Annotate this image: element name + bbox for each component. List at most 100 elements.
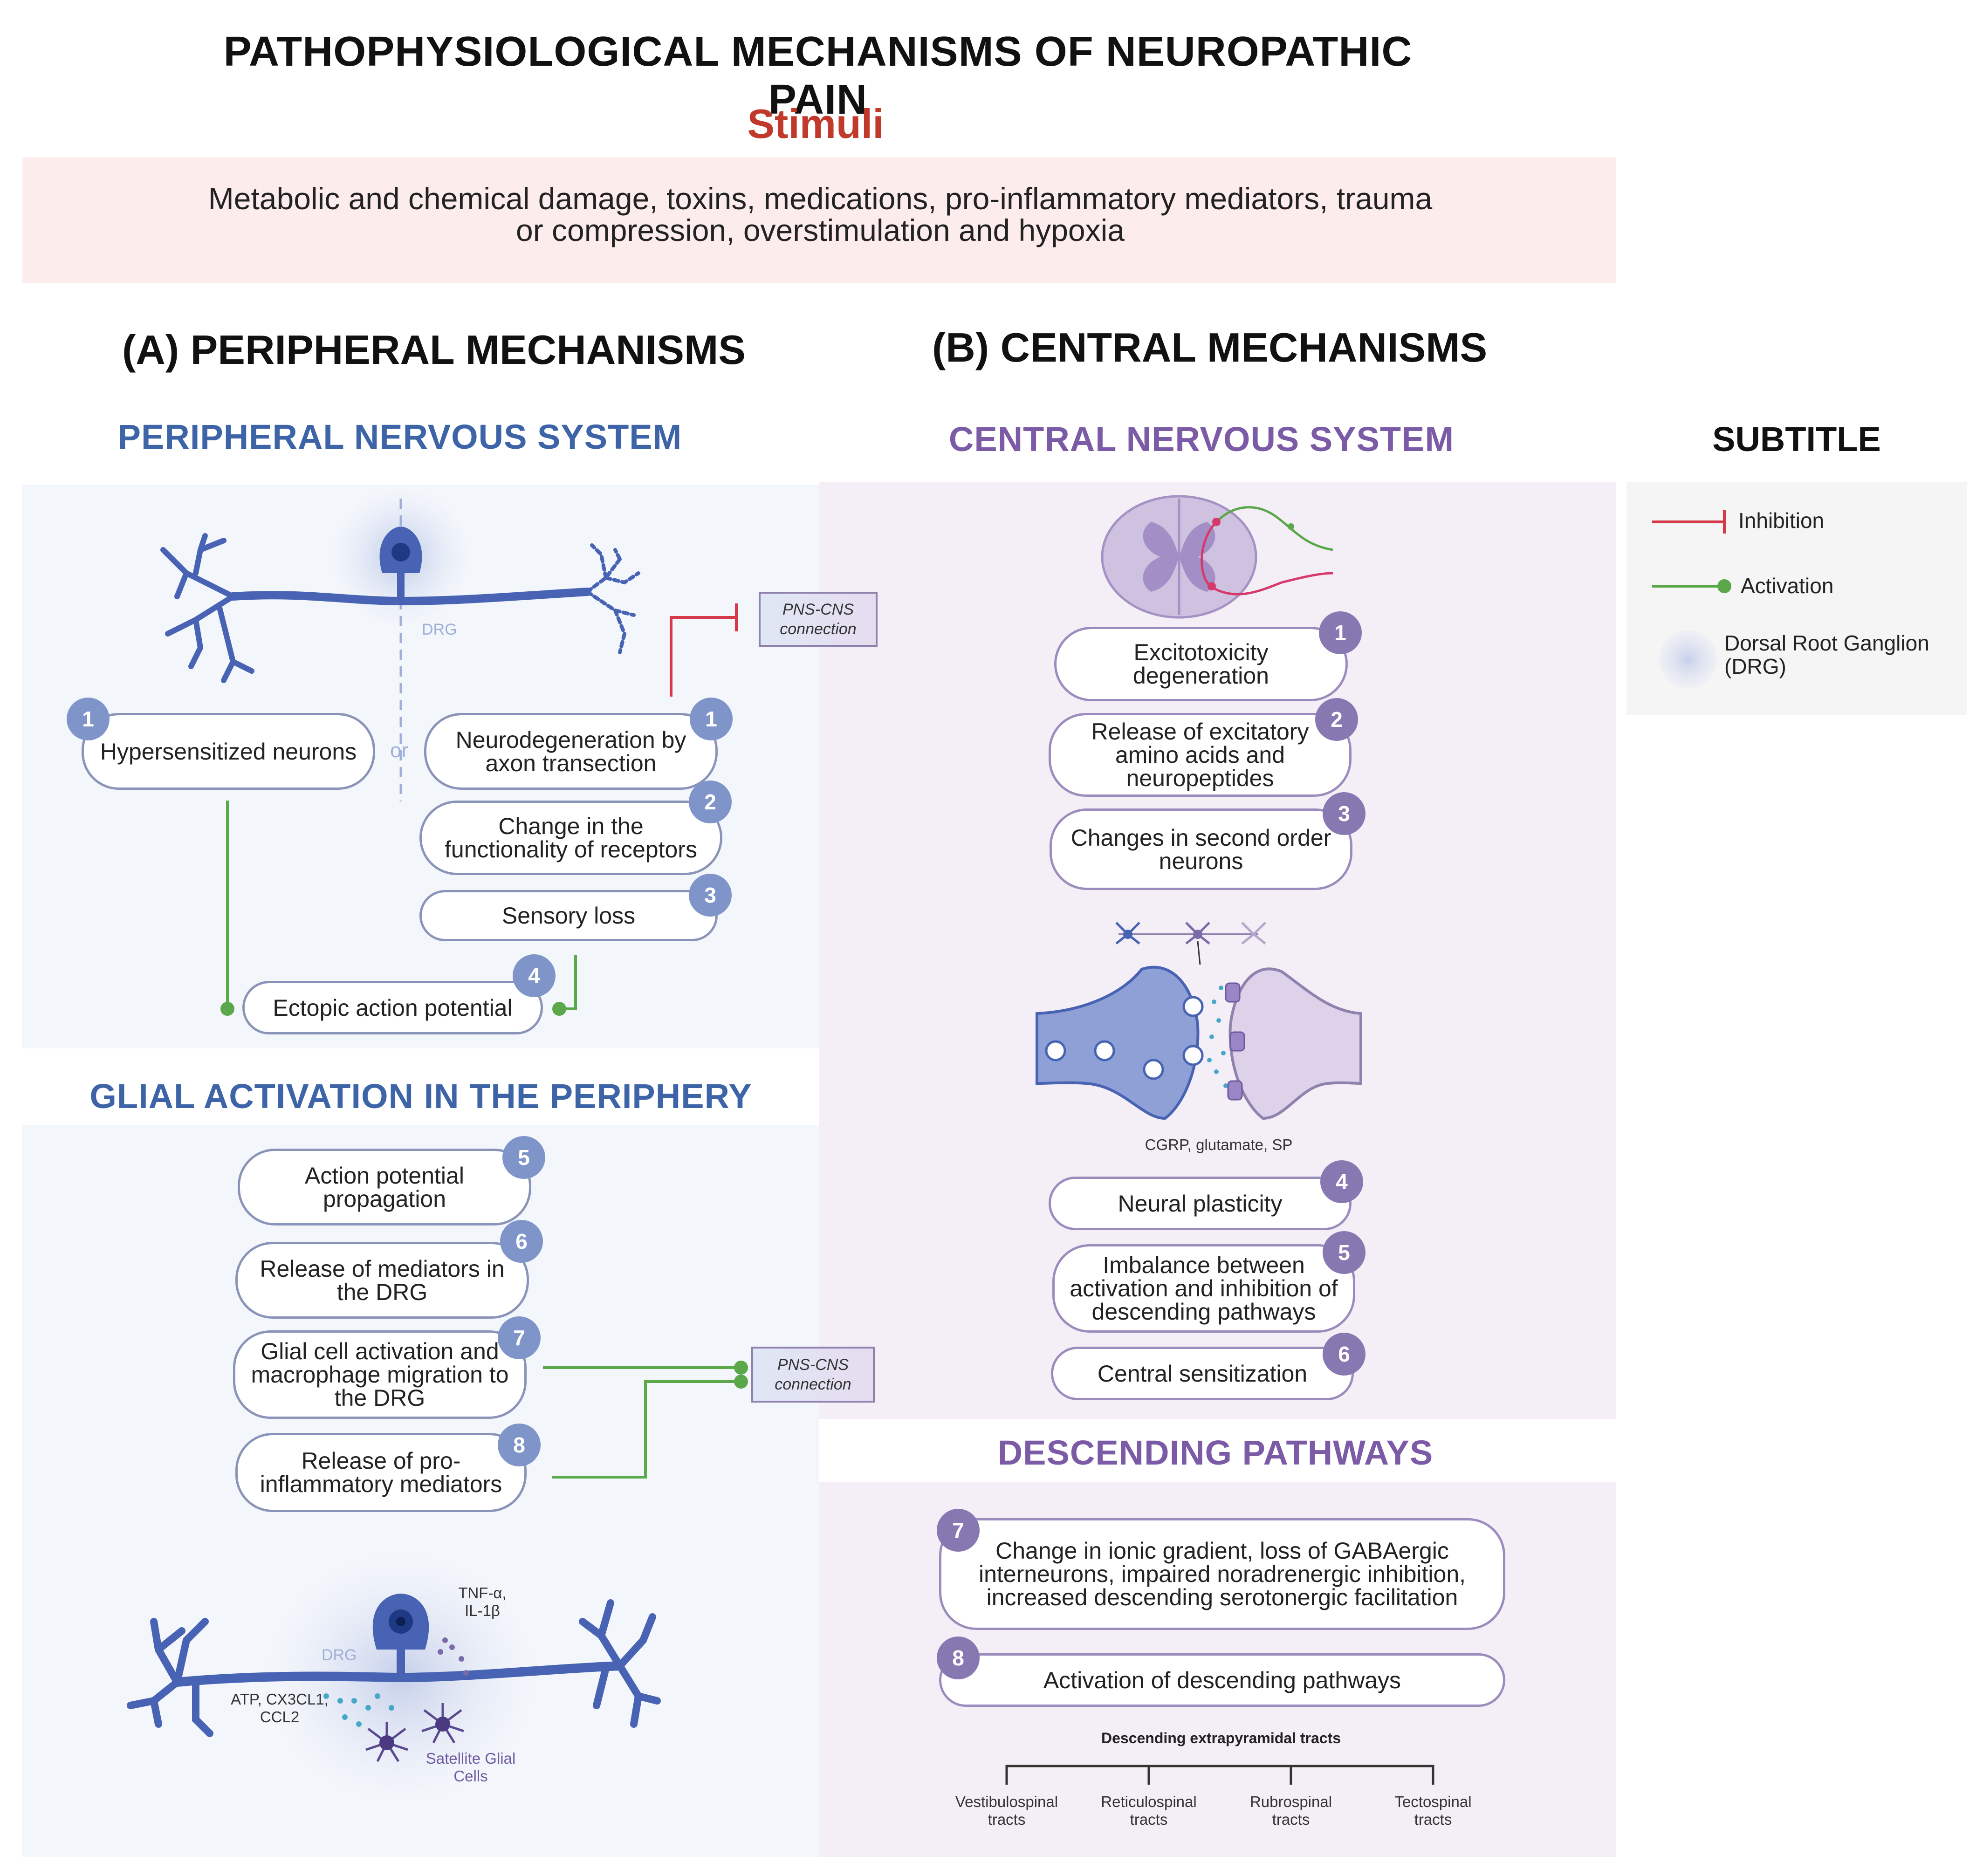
satellite-label: Satellite Glial Cells xyxy=(405,1750,536,1785)
badge-p1b: 1 xyxy=(690,698,733,740)
glial-drg-illustration xyxy=(127,1552,661,1803)
step-text: Sensory loss xyxy=(501,903,636,929)
atp-label: ATP, CX3CL1, CCL2 xyxy=(219,1691,340,1726)
tnf-text: TNF-α, xyxy=(458,1584,507,1602)
glial-activation-dot-7 xyxy=(734,1361,748,1375)
step-receptor-change: Change in the functionality of receptors xyxy=(419,801,722,875)
step-text: Change in the functionality of receptors xyxy=(445,813,697,863)
tract-suffix: tracts xyxy=(1414,1811,1452,1828)
glial-activation-dot-8 xyxy=(734,1375,748,1389)
step-ionic-gradient: Change in ionic gradient, loss of GABAer… xyxy=(939,1518,1505,1630)
stimuli-line-1: Metabolic and chemical damage, toxins, m… xyxy=(208,181,1433,216)
step-excitatory-amino-acids: Release of excitatory amino acids and ne… xyxy=(1049,713,1352,797)
tract-name: Tectospinal xyxy=(1394,1793,1472,1810)
il-text: IL-1β xyxy=(465,1602,500,1619)
step-text: Excitotoxicity degeneration xyxy=(1133,639,1269,689)
page-title: PATHOPHYSIOLOGICAL MECHANISMS OF NEUROPA… xyxy=(223,28,1413,123)
legend-activation-dot xyxy=(1717,579,1731,593)
stimuli-heading: Stimuli xyxy=(747,101,884,147)
badge-c3: 3 xyxy=(1323,792,1365,835)
stimuli-line-2: or compression, overstimulation and hypo… xyxy=(516,213,1125,247)
step-second-order-neurons: Changes in second order neurons xyxy=(1050,808,1352,890)
step-hypersensitized-neurons: Hypersensitized neurons xyxy=(82,713,375,790)
step-action-potential-propagation: Action potential propagation xyxy=(238,1149,531,1226)
glial-drg-label: DRG xyxy=(322,1646,357,1664)
step-descending-imbalance: Imbalance between activation and inhibit… xyxy=(1052,1244,1355,1333)
badge-c4: 4 xyxy=(1320,1160,1363,1203)
legend-activation-label: Activation xyxy=(1741,574,1834,598)
atp-text: ATP, CX3CL1, xyxy=(231,1691,329,1708)
tract-suffix: tracts xyxy=(988,1811,1026,1828)
badge-c7: 7 xyxy=(937,1509,980,1552)
step-pro-inflammatory-release: Release of pro-inflammatory mediators xyxy=(235,1433,527,1512)
step-neural-plasticity: Neural plasticity xyxy=(1049,1177,1352,1230)
step-text: Changes in second order neurons xyxy=(1070,824,1331,874)
central-heading: (B) CENTRAL MECHANISMS xyxy=(932,324,1488,370)
synapse-label: CGRP, glutamate, SP xyxy=(1145,1136,1293,1153)
legend-heading: SUBTITLE xyxy=(1712,420,1881,459)
step-text: Neural plasticity xyxy=(1118,1190,1283,1217)
pns-heading: PERIPHERAL NERVOUS SYSTEM xyxy=(117,418,682,456)
spinal-cord-illustration xyxy=(1101,495,1333,619)
ccl-text: CCL2 xyxy=(260,1708,300,1725)
tract-suffix: tracts xyxy=(1130,1811,1168,1828)
glial-heading: GLIAL ACTIVATION IN THE PERIPHERY xyxy=(89,1077,752,1116)
step-text: Central sensitization xyxy=(1097,1360,1308,1387)
badge-p5: 5 xyxy=(502,1136,545,1179)
step-text: Release of mediators in the DRG xyxy=(260,1255,505,1305)
step-text: Release of pro-inflammatory mediators xyxy=(260,1448,502,1497)
stimuli-panel xyxy=(22,157,1616,283)
step-ectopic-action-potential: Ectopic action potential xyxy=(242,981,543,1034)
tract-suffix: tracts xyxy=(1272,1811,1310,1828)
synapse-illustration xyxy=(1036,922,1362,1120)
badge-c1: 1 xyxy=(1319,611,1362,654)
step-text: Imbalance between activation and inhibit… xyxy=(1070,1252,1338,1325)
conn-top-line2: connection xyxy=(780,620,857,638)
conn-bottom-line2: connection xyxy=(775,1376,851,1393)
tract-name: Reticulospinal xyxy=(1101,1793,1197,1810)
badge-c8: 8 xyxy=(937,1636,980,1679)
stimuli-text: Metabolic and chemical damage, toxins, m… xyxy=(93,183,1547,246)
step-text: Activation of descending pathways xyxy=(1043,1667,1401,1693)
descending-heading: DESCENDING PATHWAYS xyxy=(997,1433,1434,1472)
badge-p6: 6 xyxy=(500,1220,543,1263)
badge-p4: 4 xyxy=(513,954,556,997)
step-text: Hypersensitized neurons xyxy=(100,738,357,765)
tracts-bracket xyxy=(1005,1765,1434,1785)
sensory-loss-activation-line xyxy=(559,955,577,1010)
peripheral-heading: (A) PERIPHERAL MECHANISMS xyxy=(122,327,746,373)
pns-drg-label: DRG xyxy=(422,621,457,638)
step-text: Change in ionic gradient, loss of GABAer… xyxy=(978,1538,1466,1610)
tracts-heading: Descending extrapyramidal tracts xyxy=(1101,1730,1341,1746)
badge-c5: 5 xyxy=(1323,1231,1365,1274)
legend-drg-label: Dorsal Root Ganglion (DRG) xyxy=(1724,631,1929,678)
pns-neuron-illustration xyxy=(160,487,640,801)
badge-p8: 8 xyxy=(498,1424,541,1466)
legend-inhibition-label: Inhibition xyxy=(1738,508,1825,533)
conn-bottom-line1: PNS-CNS xyxy=(777,1356,849,1374)
step-glial-activation: Glial cell activation and macrophage mig… xyxy=(233,1330,527,1419)
tract-name: Rubrospinal xyxy=(1249,1793,1332,1810)
step-text: Release of excitatory amino acids and ne… xyxy=(1091,719,1309,791)
badge-c6: 6 xyxy=(1323,1333,1365,1376)
pns-or-label: or xyxy=(390,739,408,762)
satellite-text-1: Satellite Glial xyxy=(425,1750,516,1767)
step-activation-descending: Activation of descending pathways xyxy=(939,1653,1505,1707)
step-central-sensitization: Central sensitization xyxy=(1051,1347,1354,1400)
glial-activation-line-8 xyxy=(552,1380,741,1479)
step-text: Glial cell activation and macrophage mig… xyxy=(251,1338,509,1411)
badge-p2: 2 xyxy=(689,781,732,823)
pns-cns-connection-bottom: PNS-CNS connection xyxy=(751,1347,875,1403)
step-sensory-loss: Sensory loss xyxy=(419,890,718,941)
step-excitotoxicity: Excitotoxicity degeneration xyxy=(1054,627,1348,701)
badge-p1a: 1 xyxy=(67,698,110,740)
hypersensitized-activation-dot xyxy=(220,1002,234,1016)
cns-heading: CENTRAL NERVOUS SYSTEM xyxy=(948,420,1455,459)
legend-drg-circle xyxy=(1659,630,1717,688)
badge-p7: 7 xyxy=(498,1316,541,1359)
